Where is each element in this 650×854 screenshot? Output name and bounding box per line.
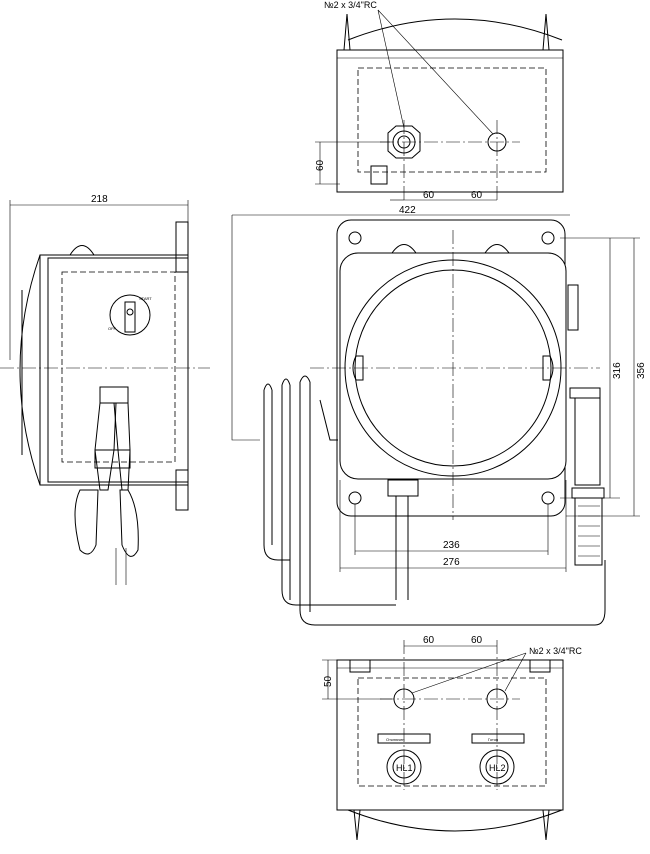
side-width-dim: 218 <box>91 194 108 205</box>
front-mount-width-dim: 236 <box>443 540 460 551</box>
top-spacing-dim-2: 60 <box>471 190 483 201</box>
front-view <box>231 214 640 626</box>
bottom-spacing-dim-1: 60 <box>423 635 435 646</box>
front-height-inner-dim: 316 <box>612 362 623 379</box>
lamp-left-code: HL1 <box>396 763 413 773</box>
front-overall-width-dim: 276 <box>443 557 460 568</box>
lamp-left-label: Отключен <box>386 737 405 742</box>
side-view <box>0 200 210 585</box>
front-height-outer-dim: 356 <box>636 362 647 379</box>
lamp-right-code: HL2 <box>489 763 506 773</box>
bottom-height-dim: 50 <box>323 675 334 687</box>
top-view <box>315 9 564 202</box>
switch-off-label: OFF <box>108 326 117 331</box>
top-height-dim: 60 <box>315 159 326 171</box>
front-width-dim: 422 <box>399 205 416 216</box>
switch-start-label: START <box>139 296 152 301</box>
bottom-spacing-dim-2: 60 <box>471 635 483 646</box>
lamp-right-label: Готов <box>488 737 498 742</box>
top-spacing-dim-1: 60 <box>423 190 435 201</box>
bottom-view <box>322 640 564 841</box>
top-cable-entry-label: №2 x 3/4"RC <box>324 0 377 10</box>
bottom-cable-entry-label: №2 x 3/4"RC <box>529 646 582 656</box>
